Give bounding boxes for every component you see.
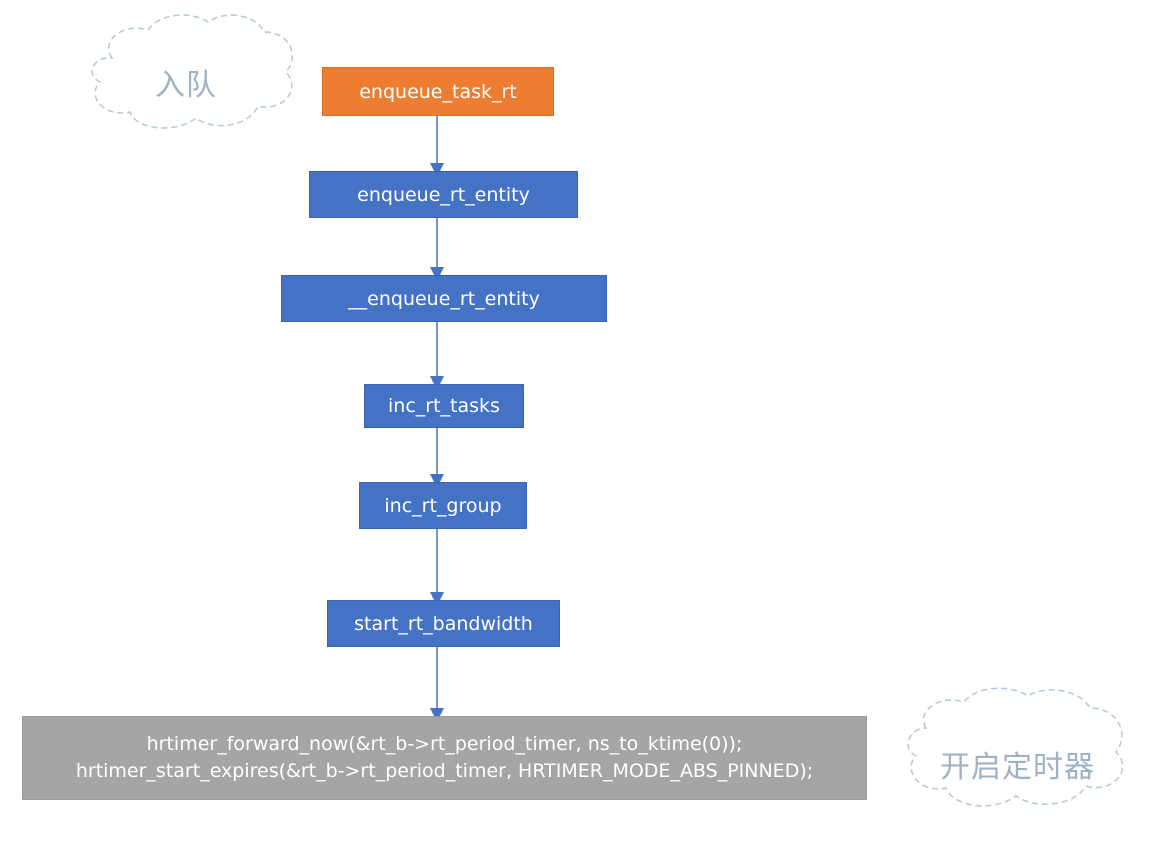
node-inc-rt-group: inc_rt_group: [359, 482, 527, 529]
node-hrtimer-calls: hrtimer_forward_now(&rt_b->rt_period_tim…: [22, 716, 867, 800]
node-enqueue-rt-entity: enqueue_rt_entity: [309, 171, 578, 218]
node-inc-rt-tasks: inc_rt_tasks: [364, 384, 524, 428]
node-__enqueue-rt-entity: __enqueue_rt_entity: [281, 275, 607, 322]
node-enqueue-task-rt: enqueue_task_rt: [322, 67, 554, 116]
cloud-timer-label: 开启定时器: [940, 750, 1095, 785]
cloud-timer-shape: [907, 687, 1124, 807]
cloud-enqueue-shape: [91, 14, 294, 129]
hrtimer-start-line: hrtimer_start_expires(&rt_b->rt_period_t…: [75, 760, 814, 782]
cloud-enqueue-label: 入队: [155, 68, 217, 103]
node-start-rt-bandwidth: start_rt_bandwidth: [327, 600, 560, 647]
hrtimer-forward-line: hrtimer_forward_now(&rt_b->rt_period_tim…: [146, 733, 743, 755]
